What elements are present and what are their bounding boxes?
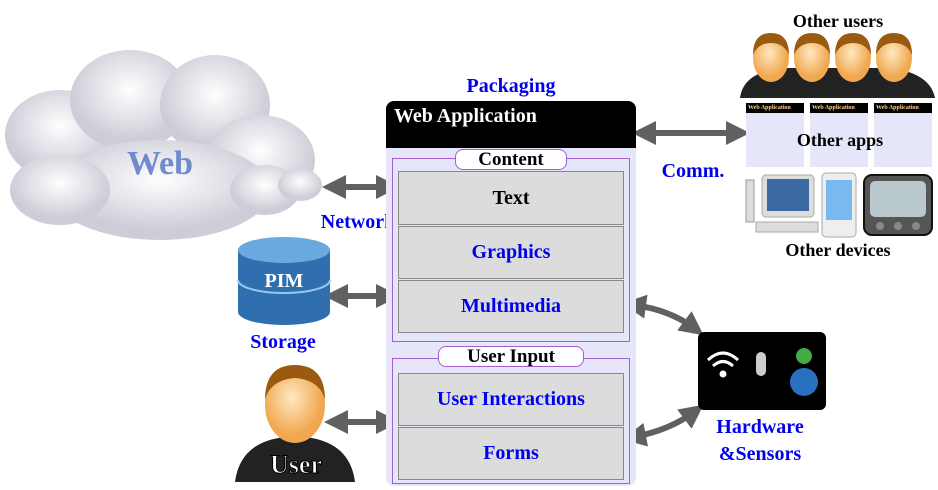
other-apps-label: Other apps [796,130,884,150]
forms-hardware-arrow [622,404,704,447]
microphone-icon [756,352,766,376]
mini-app-title: Web Application [746,103,804,113]
content-text: Text [398,171,624,225]
other-users-label: Other users [792,11,884,31]
mini-app-title: Web Application [810,103,868,113]
user-input-tag: User Input [438,346,584,367]
pim-cylinder [237,237,331,325]
packaging-label: Packaging [466,75,556,97]
user-avatar [235,365,355,482]
user-label: User [270,450,323,480]
gps-globe-icon [790,348,818,396]
other-devices-label: Other devices [785,240,891,260]
forms: Forms [398,427,624,480]
content-graphics: Graphics [398,226,624,279]
pim-label: PIM [264,270,304,292]
other-app-1: Web Application [746,103,804,167]
web-label: Web [126,145,194,182]
wifi-icon [706,351,740,378]
other-app-2: Web Application [810,103,868,167]
network-label: Network [320,211,396,233]
sensors-label: &Sensors [718,443,802,465]
content-multimedia: Multimedia [398,280,624,333]
hardware-label: Hardware [716,416,804,438]
mini-app-title: Web Application [874,103,932,113]
multimedia-hardware-arrow [622,294,704,336]
web-application-title: Web Application [386,101,636,148]
web-cloud [5,50,322,240]
other-users-icon [740,33,935,98]
hardware-sensors-box [698,332,826,410]
other-app-3: Web Application [874,103,932,167]
other-devices-icon [745,172,933,238]
storage-label: Storage [250,331,316,353]
comm-label: Comm. [661,160,725,182]
content-tag: Content [455,149,567,170]
user-interactions: User Interactions [398,373,624,426]
